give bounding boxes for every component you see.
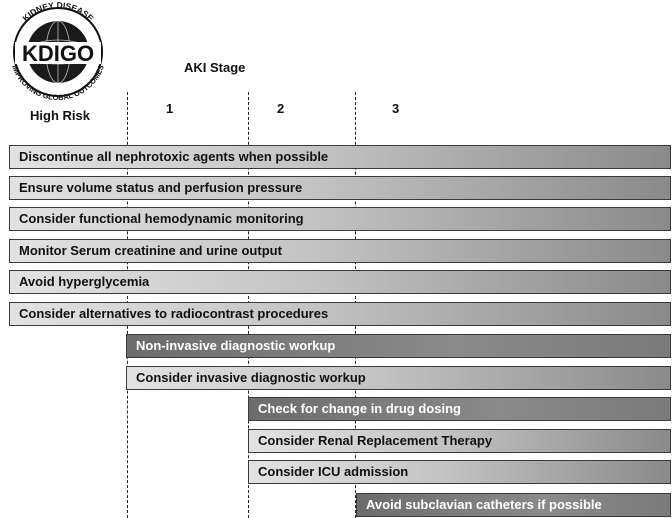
action-bar: Discontinue all nephrotoxic agents when … bbox=[9, 145, 671, 169]
action-bar: Non-invasive diagnostic workup bbox=[126, 334, 671, 358]
action-bar: Consider functional hemodynamic monitori… bbox=[9, 207, 671, 231]
action-bar: Consider ICU admission bbox=[248, 460, 671, 484]
action-bar: Consider alternatives to radiocontrast p… bbox=[9, 302, 671, 326]
stage-3-label: 3 bbox=[392, 101, 400, 116]
action-bar: Monitor Serum creatinine and urine outpu… bbox=[9, 239, 671, 263]
high-risk-label: High Risk bbox=[30, 108, 90, 123]
aki-stage-label: AKI Stage bbox=[184, 60, 246, 75]
logo-wordmark: KDIGO bbox=[22, 41, 94, 66]
kdigo-logo: KIDNEY DISEASE IMPROVING GLOBAL OUTCOMES… bbox=[10, 0, 106, 100]
action-bar: Check for change in drug dosing bbox=[248, 397, 671, 421]
stage-2-label: 2 bbox=[277, 101, 285, 116]
action-bar: Ensure volume status and perfusion press… bbox=[9, 176, 671, 200]
stage-1-label: 1 bbox=[166, 101, 174, 116]
action-bar: Consider invasive diagnostic workup bbox=[126, 366, 671, 390]
action-bar: Consider Renal Replacement Therapy bbox=[248, 429, 671, 453]
action-bar: Avoid subclavian catheters if possible bbox=[356, 493, 671, 517]
action-bar: Avoid hyperglycemia bbox=[9, 270, 671, 294]
